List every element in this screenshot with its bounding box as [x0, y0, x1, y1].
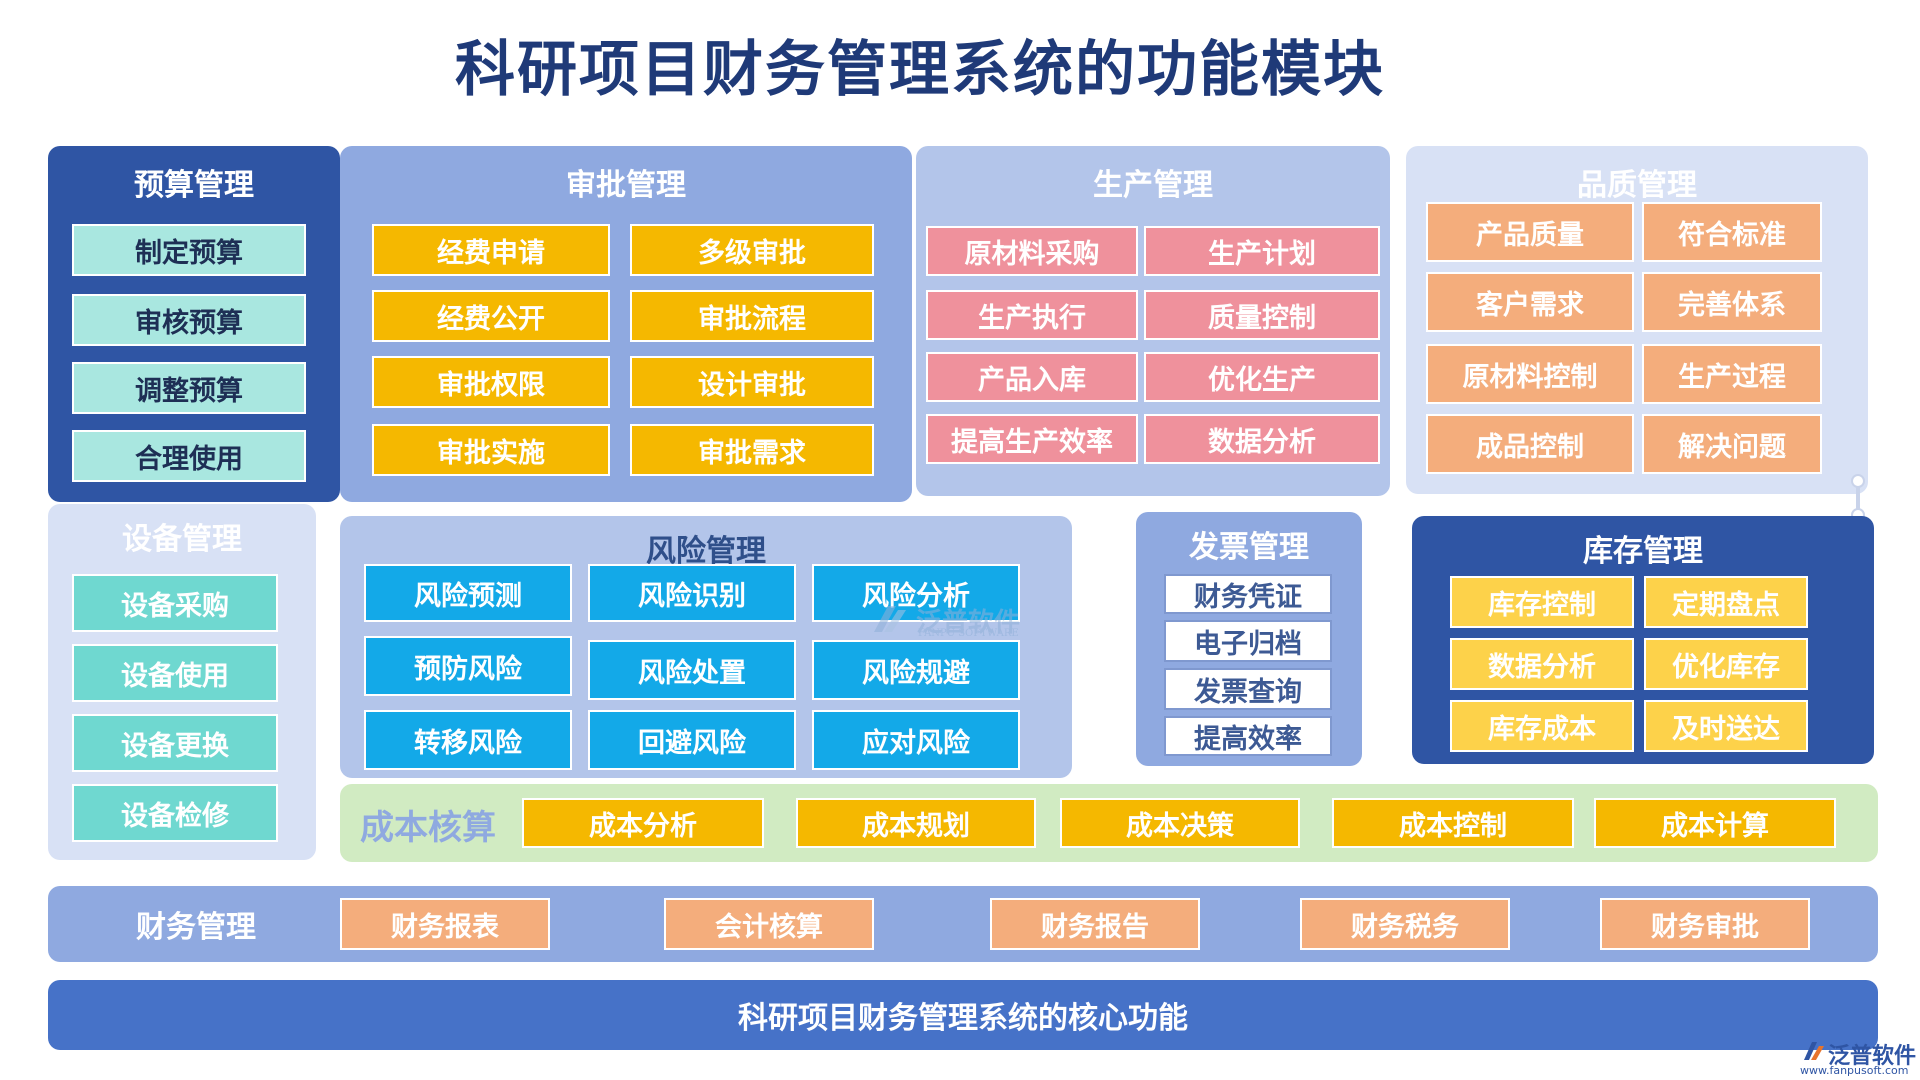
risk-item[interactable]: 转移风险: [364, 710, 572, 770]
approval-item[interactable]: 设计审批: [630, 356, 874, 408]
brand-logo-icon: [1804, 1042, 1824, 1060]
budget-item[interactable]: 制定预算: [72, 224, 306, 276]
invoice-item[interactable]: 电子归档: [1164, 620, 1332, 662]
approval-item[interactable]: 经费公开: [372, 290, 610, 342]
quality-item[interactable]: 原材料控制: [1426, 344, 1634, 404]
quality-item[interactable]: 成品控制: [1426, 414, 1634, 474]
inventory-item[interactable]: 库存成本: [1450, 700, 1634, 752]
budget-title: 预算管理: [134, 168, 254, 203]
inventory-item[interactable]: 及时送达: [1644, 700, 1808, 752]
finance-panel: 财务管理 财务报表 会计核算 财务报告 财务税务 财务审批: [48, 886, 1878, 962]
risk-item[interactable]: 风险分析: [812, 564, 1020, 622]
invoice-title: 发票管理: [1189, 530, 1309, 565]
approval-panel: 审批管理 经费申请 多级审批 经费公开 审批流程 审批权限 设计审批 审批实施 …: [340, 146, 912, 502]
quality-item[interactable]: 生产过程: [1642, 344, 1822, 404]
finance-item[interactable]: 会计核算: [664, 898, 874, 950]
risk-item[interactable]: 风险规避: [812, 640, 1020, 700]
quality-item[interactable]: 符合标准: [1642, 202, 1822, 262]
finance-item[interactable]: 财务报告: [990, 898, 1200, 950]
production-item[interactable]: 原材料采购: [926, 226, 1138, 276]
production-item[interactable]: 生产执行: [926, 290, 1138, 340]
connector-dot-top: [1851, 474, 1865, 488]
cost-item[interactable]: 成本分析: [522, 798, 764, 848]
finance-title: 财务管理: [136, 910, 256, 945]
approval-item[interactable]: 审批权限: [372, 356, 610, 408]
production-item[interactable]: 生产计划: [1144, 226, 1380, 276]
brand-logo: 泛普软件 www.fanpusoft.com: [1800, 1038, 1920, 1080]
inventory-item[interactable]: 库存控制: [1450, 576, 1634, 628]
production-title: 生产管理: [1093, 168, 1213, 203]
cost-title: 成本核算: [360, 808, 496, 848]
production-item[interactable]: 产品入库: [926, 352, 1138, 402]
quality-item[interactable]: 客户需求: [1426, 272, 1634, 332]
inventory-title: 库存管理: [1583, 534, 1703, 569]
cost-item[interactable]: 成本决策: [1060, 798, 1300, 848]
cost-item[interactable]: 成本控制: [1332, 798, 1574, 848]
budget-item[interactable]: 合理使用: [72, 430, 306, 482]
budget-item[interactable]: 调整预算: [72, 362, 306, 414]
brand-logo-name: 泛普软件: [1828, 1044, 1917, 1069]
risk-item[interactable]: 回避风险: [588, 710, 796, 770]
approval-item[interactable]: 审批流程: [630, 290, 874, 342]
cost-panel: 成本核算 成本分析 成本规划 成本决策 成本控制 成本计算: [340, 784, 1878, 862]
production-item[interactable]: 数据分析: [1144, 414, 1380, 464]
production-panel: 生产管理 原材料采购 生产计划 生产执行 质量控制 产品入库 优化生产 提高生产…: [916, 146, 1390, 496]
production-item[interactable]: 提高生产效率: [926, 414, 1138, 464]
equipment-panel: 设备管理 设备采购 设备使用 设备更换 设备检修: [48, 504, 316, 860]
quality-item[interactable]: 解决问题: [1642, 414, 1822, 474]
connector-line: [1856, 480, 1860, 516]
approval-item[interactable]: 审批实施: [372, 424, 610, 476]
page-title: 科研项目财务管理系统的功能模块: [455, 35, 1385, 105]
inventory-item[interactable]: 优化库存: [1644, 638, 1808, 690]
quality-title: 品质管理: [1577, 168, 1697, 203]
risk-title: 风险管理: [646, 534, 766, 569]
watermark-sub: FANPU SOFTWARE: [918, 628, 1019, 639]
equipment-item[interactable]: 设备更换: [72, 714, 278, 772]
approval-title: 审批管理: [566, 168, 686, 203]
invoice-item[interactable]: 发票查询: [1164, 668, 1332, 710]
quality-item[interactable]: 产品质量: [1426, 202, 1634, 262]
brand-logo-url: www.fanpusoft.com: [1800, 1064, 1909, 1077]
invoice-item[interactable]: 财务凭证: [1164, 574, 1332, 614]
quality-item[interactable]: 完善体系: [1642, 272, 1822, 332]
risk-item[interactable]: 预防风险: [364, 636, 572, 696]
cost-item[interactable]: 成本计算: [1594, 798, 1836, 848]
equipment-item[interactable]: 设备使用: [72, 644, 278, 702]
quality-panel: 品质管理 产品质量 符合标准 客户需求 完善体系 原材料控制 生产过程 成品控制…: [1406, 146, 1868, 494]
risk-item[interactable]: 应对风险: [812, 710, 1020, 770]
risk-panel: 风险管理 风险预测 风险识别 风险分析 预防风险 风险处置 风险规避 转移风险 …: [340, 516, 1072, 778]
invoice-item[interactable]: 提高效率: [1164, 716, 1332, 756]
equipment-item[interactable]: 设备采购: [72, 574, 278, 632]
watermark: 泛普软件 FANPU SOFTWARE: [870, 598, 1030, 642]
inventory-panel: 库存管理 库存控制 定期盘点 数据分析 优化库存 库存成本 及时送达: [1412, 516, 1874, 764]
approval-item[interactable]: 多级审批: [630, 224, 874, 276]
inventory-item[interactable]: 数据分析: [1450, 638, 1634, 690]
core-function-bar: 科研项目财务管理系统的核心功能: [48, 980, 1878, 1050]
approval-item[interactable]: 经费申请: [372, 224, 610, 276]
invoice-panel: 发票管理 财务凭证 电子归档 发票查询 提高效率: [1136, 512, 1362, 766]
equipment-item[interactable]: 设备检修: [72, 784, 278, 842]
cost-item[interactable]: 成本规划: [796, 798, 1036, 848]
budget-panel: 预算管理 制定预算 审核预算 调整预算 合理使用: [48, 146, 340, 502]
watermark-logo-icon: [874, 606, 906, 632]
approval-item[interactable]: 审批需求: [630, 424, 874, 476]
risk-item[interactable]: 风险识别: [588, 564, 796, 622]
finance-item[interactable]: 财务报表: [340, 898, 550, 950]
finance-item[interactable]: 财务审批: [1600, 898, 1810, 950]
watermark-name: 泛普软件: [916, 607, 1021, 638]
production-item[interactable]: 质量控制: [1144, 290, 1380, 340]
production-item[interactable]: 优化生产: [1144, 352, 1380, 402]
risk-item[interactable]: 风险预测: [364, 564, 572, 622]
risk-item[interactable]: 风险处置: [588, 640, 796, 700]
inventory-item[interactable]: 定期盘点: [1644, 576, 1808, 628]
budget-item[interactable]: 审核预算: [72, 294, 306, 346]
equipment-title: 设备管理: [122, 522, 242, 557]
finance-item[interactable]: 财务税务: [1300, 898, 1510, 950]
